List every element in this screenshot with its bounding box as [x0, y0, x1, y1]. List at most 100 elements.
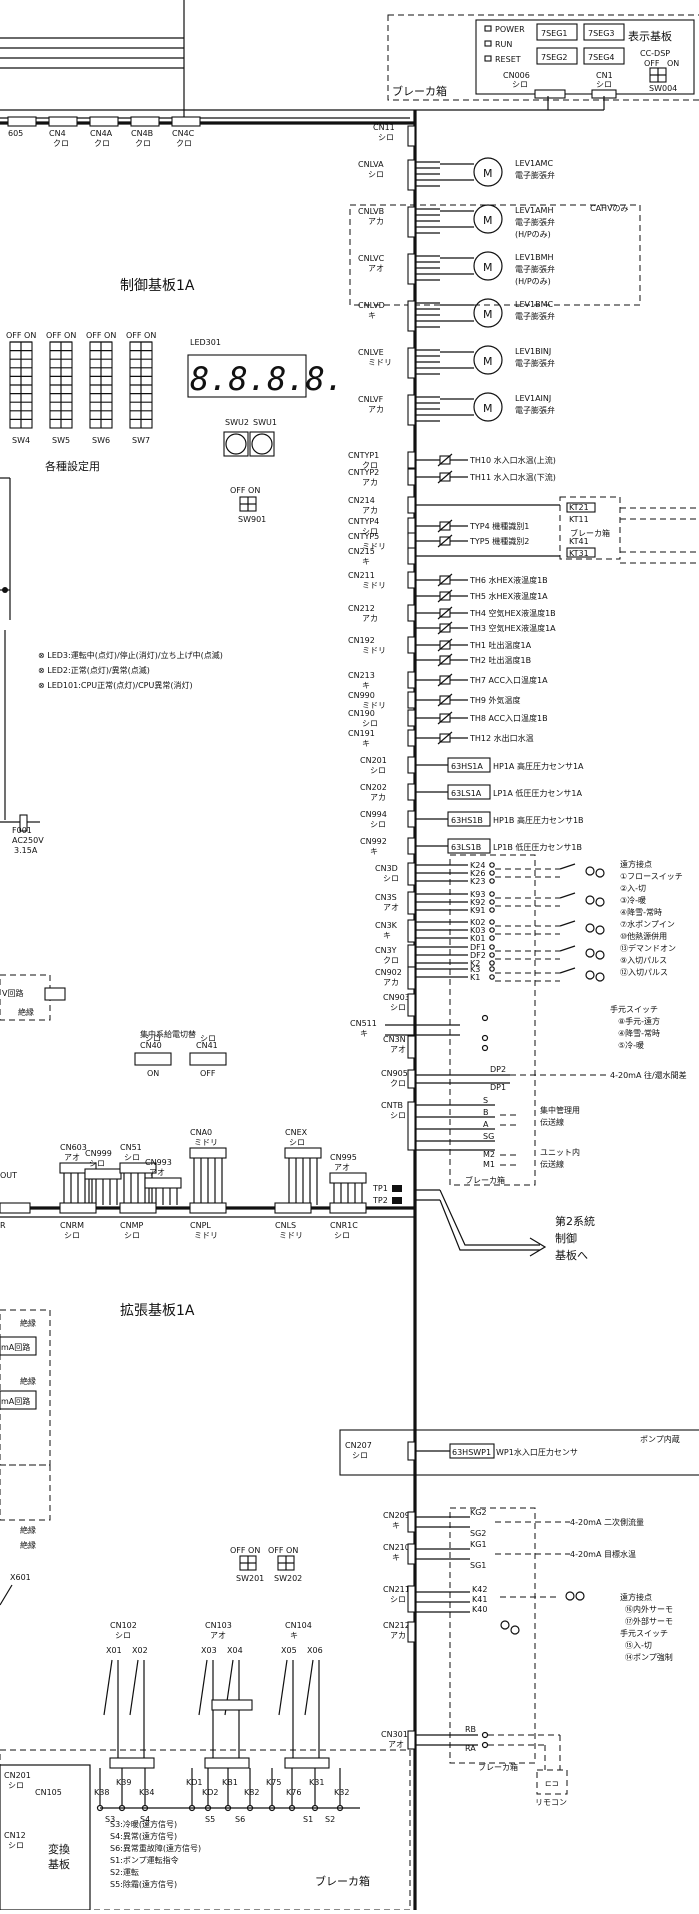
contact-k-label: DF2: [470, 951, 486, 960]
dip-label: SW7: [132, 436, 150, 445]
cn301-breaker: ブレーカ箱: [478, 1762, 518, 1772]
sw901-switch: OFF ON SW901: [230, 486, 266, 524]
thermistor-icon-slash: [437, 519, 453, 533]
central-power-cn41: CN41: [196, 1041, 218, 1050]
terminal-dot: [141, 1804, 149, 1812]
svg-text:SG: SG: [483, 1132, 494, 1141]
dip-off: OFF ON: [46, 331, 76, 340]
thermistor-label: TH11 水入口水温(下流): [469, 472, 556, 482]
connector-color: クロ: [53, 139, 69, 148]
cn207-label: CN207: [345, 1441, 372, 1450]
conv-title-2: 基板: [48, 1857, 70, 1871]
mid-connector-color: シロ: [289, 1138, 305, 1147]
terminal-dot: [96, 1804, 104, 1812]
relay-wire: [278, 1659, 288, 1716]
fuse-rating: AC250V: [12, 836, 44, 845]
contact-breaker-label: ブレーカ箱: [465, 1175, 505, 1185]
mid-connector-box: [189, 1147, 227, 1159]
contact-terminal: [489, 862, 495, 868]
thermistor-label: TYP5 機種識別2: [469, 536, 529, 546]
cn905-label: CN905: [381, 1069, 408, 1078]
analog-connector-box: [407, 1511, 416, 1533]
led101-note: ⊗ LED101:CPU正常(点灯)/CPU異常(消灯): [38, 680, 193, 690]
x601-label: X601: [10, 1573, 31, 1582]
k40-label: K40: [472, 1605, 487, 1614]
local2-item: ⑭ポンプ強制: [625, 1652, 673, 1662]
mid-connector-color: アオ: [149, 1168, 165, 1177]
cn006-label: CN006: [503, 71, 530, 80]
cn3n-label: CN3N: [383, 1035, 406, 1044]
thermistor-connector: CNTYP2: [348, 468, 379, 477]
contact-index-icon: [595, 950, 605, 960]
local-switch-item: ⑤冷-暖: [618, 1040, 644, 1050]
contact-terminal: [489, 974, 495, 980]
motor-icon: [473, 251, 503, 281]
valve-name: LEV1AINJ: [515, 394, 551, 403]
cntb-group: CNTB シロ S B A SG M2 M1 集中管理用 伝送線 ユニット内 伝…: [381, 1096, 580, 1169]
svg-text:⊏⊐: ⊏⊐: [545, 1779, 558, 1788]
valve-connector-label: CNLVD: [358, 301, 385, 310]
contact-connector-color: アオ: [383, 903, 399, 912]
conv-cn12: CN12: [4, 1831, 26, 1840]
terminal-k-label: K76: [286, 1788, 301, 1797]
analog-connector: CN209: [383, 1511, 410, 1520]
contact-connector: CN3Y: [375, 946, 397, 955]
legend-item: S5:除霜(遠方信号): [110, 1879, 177, 1889]
seg3-label: 7SEG3: [588, 29, 615, 38]
connector-label: CN4C: [172, 129, 195, 138]
thermistor-icon-slash: [437, 453, 453, 467]
cn301-label: CN301: [381, 1730, 408, 1739]
relay-wire: [304, 1659, 314, 1716]
conv-cn12-color: シロ: [8, 1841, 24, 1850]
cntb-unit: ユニット内: [540, 1147, 580, 1157]
v-circuit-label: V回路: [2, 988, 23, 998]
connector-box: [48, 116, 78, 127]
contact-terminal: [489, 891, 495, 897]
contact-k-label: K2: [470, 959, 480, 968]
svg-text:DP2: DP2: [490, 1065, 506, 1074]
thermistor-connector-color: キ: [362, 557, 370, 566]
valve-name: LEV1BMC: [515, 300, 553, 309]
seg4-label: 7SEG4: [588, 53, 615, 62]
cn41-color: シロ: [200, 1034, 216, 1043]
contact-terminal: [489, 899, 495, 905]
analog-connector-color: キ: [392, 1521, 400, 1530]
mid-connector-color: アオ: [64, 1153, 80, 1162]
cntb-unit2: 伝送線: [540, 1159, 564, 1169]
sensor-connector: CN202: [360, 783, 387, 792]
settings-label: 各種設定用: [45, 459, 100, 473]
contact-k-label: K1: [470, 973, 480, 982]
contact-index-icon: [595, 868, 605, 878]
dip-label: SW6: [92, 436, 110, 445]
thermistor-label: TH4 空気HEX液温度1B: [469, 608, 556, 618]
terminal-k-label: KD2: [202, 1788, 219, 1797]
cntb-color: シロ: [390, 1111, 406, 1120]
thermistor-label: TH7 ACC入口温度1A: [469, 675, 548, 685]
terminal-s-label: S5: [205, 1815, 215, 1824]
second-system-3: 基板へ: [555, 1248, 588, 1262]
relay-b-label: X02: [132, 1646, 148, 1655]
terminal-dot: [246, 1804, 254, 1812]
display-board-title: 表示基板: [628, 29, 672, 43]
contact-terminal: [489, 878, 495, 884]
contact-connector-box: [407, 919, 416, 943]
contact-k-label: K03: [470, 926, 485, 935]
cn11-label: CN11: [373, 123, 395, 132]
thermistor-icon-slash: [437, 606, 453, 620]
kt21-label: KT21: [569, 503, 589, 512]
thermistor-connector-box: [407, 468, 416, 486]
bus-connector-color: シロ: [64, 1231, 80, 1240]
connector-color: クロ: [94, 139, 110, 148]
legend-item: S1:ポンプ運転指令: [110, 1855, 179, 1865]
kt-breaker: KT21 KT11 KT41 KT31 ブレーカ箱: [559, 496, 699, 564]
cn903-label: CN903: [383, 993, 410, 1002]
cn905-signal: 4-20mA 往/還水間差: [610, 1070, 687, 1080]
cn207-tag: 63HSWP1: [452, 1448, 491, 1457]
sw004-off: OFF: [644, 59, 660, 68]
sensor-label: HP1A 高圧圧力センサ1A: [493, 761, 584, 771]
